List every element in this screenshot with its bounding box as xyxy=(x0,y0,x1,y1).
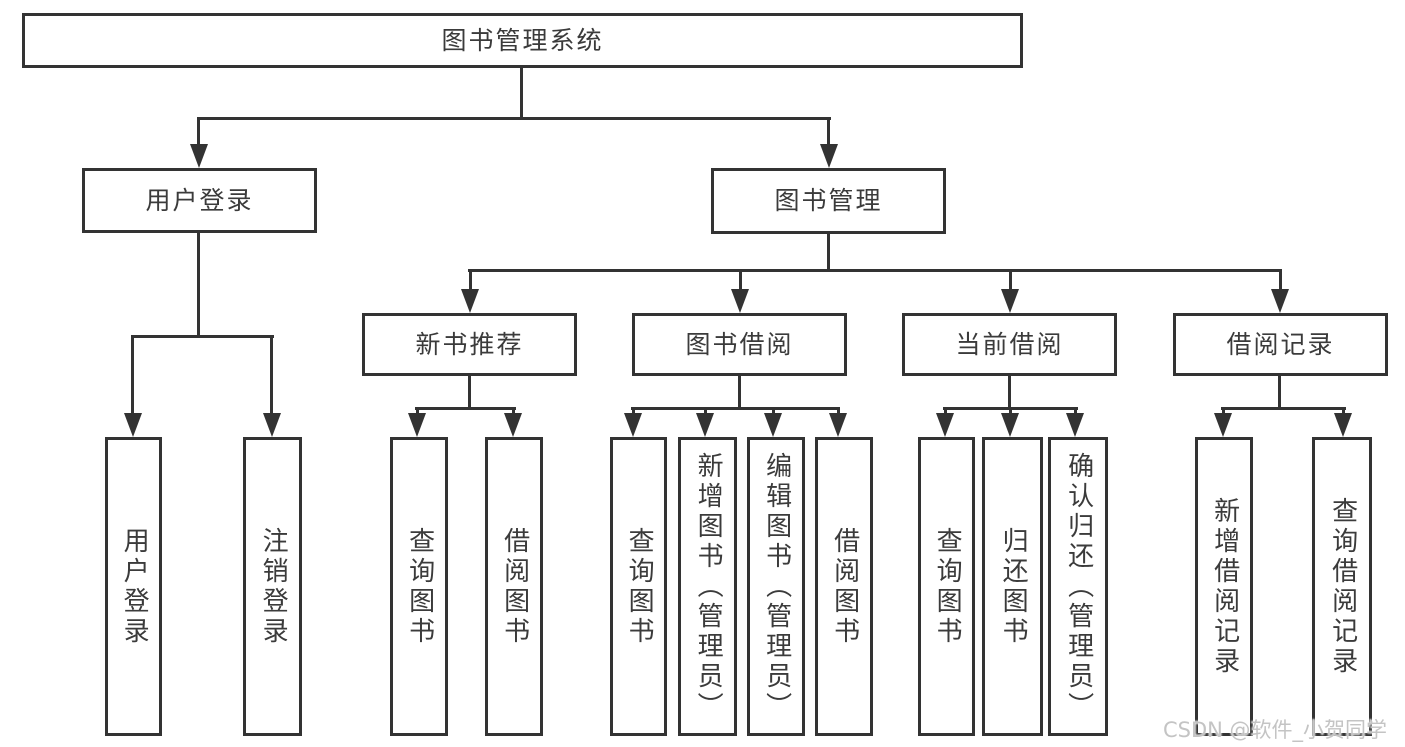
connector-drop-leaf-login xyxy=(131,335,134,417)
connector-drop xyxy=(772,407,775,417)
connector-drop xyxy=(416,407,419,417)
node-new-book-recommend: 新书推荐 xyxy=(362,313,577,376)
connector-drop xyxy=(944,407,947,417)
arrow-down-icon xyxy=(1334,413,1352,437)
arrow-down-icon xyxy=(408,413,426,437)
leaf-logout: 注销登录 xyxy=(243,437,302,736)
connector-drop xyxy=(632,407,635,417)
connector-drop-leaf-logout xyxy=(270,335,273,417)
arrow-down-icon xyxy=(461,289,479,313)
leaf-br-add-record: 新增借阅记录 xyxy=(1195,437,1253,736)
arrow-down-icon xyxy=(504,413,522,437)
leaf-bb-add-book-admin: 新增图书（管理员） xyxy=(678,437,737,736)
arrow-down-icon xyxy=(190,144,208,168)
connector-userlogin-crossbar xyxy=(131,335,274,338)
connector-currentborrow-trunk xyxy=(1008,376,1011,409)
connector-drop xyxy=(1342,407,1345,417)
leaf-cb-confirm-return-admin: 确认归还（管理员） xyxy=(1048,437,1108,736)
connector-bookmgmt-trunk xyxy=(827,234,830,272)
connector-drop xyxy=(512,407,515,417)
connector-records-trunk xyxy=(1278,376,1281,409)
arrow-down-icon xyxy=(731,289,749,313)
connector-newbook-trunk xyxy=(468,376,471,409)
connector-drop-newbook xyxy=(469,269,472,295)
connector-drop-user-login xyxy=(197,117,200,147)
leaf-bb-borrow-book: 借阅图书 xyxy=(815,437,873,736)
node-current-borrow: 当前借阅 xyxy=(902,313,1117,376)
arrow-down-icon xyxy=(1001,413,1019,437)
arrow-down-icon xyxy=(1001,289,1019,313)
leaf-nb-borrow-book: 借阅图书 xyxy=(485,437,543,736)
node-borrow-records: 借阅记录 xyxy=(1173,313,1388,376)
arrow-down-icon xyxy=(764,413,782,437)
csdn-watermark: CSDN @软件_小贺同学 xyxy=(1163,718,1388,742)
leaf-cb-query-book: 查询图书 xyxy=(918,437,975,736)
arrow-down-icon xyxy=(124,413,142,437)
leaf-br-query-record: 查询借阅记录 xyxy=(1312,437,1372,736)
connector-drop-book-management xyxy=(827,117,830,147)
arrow-down-icon xyxy=(1066,413,1084,437)
connector-bookborrow-trunk xyxy=(738,376,741,409)
leaf-bb-edit-book-admin: 编辑图书（管理员） xyxy=(747,437,805,736)
connector-bookborrow-crossbar xyxy=(631,407,840,410)
connector-drop-currentborrow xyxy=(1009,269,1012,295)
connector-drop xyxy=(1009,407,1012,417)
connector-drop-bookborrow xyxy=(739,269,742,295)
node-root-system: 图书管理系统 xyxy=(22,13,1023,68)
arrow-down-icon xyxy=(263,413,281,437)
connector-drop xyxy=(1222,407,1225,417)
leaf-nb-query-book: 查询图书 xyxy=(390,437,448,736)
node-user-login: 用户登录 xyxy=(82,168,317,233)
connector-bookmgmt-crossbar xyxy=(468,269,1282,272)
connector-drop xyxy=(837,407,840,417)
arrow-down-icon xyxy=(1271,289,1289,313)
arrow-down-icon xyxy=(696,413,714,437)
connector-userlogin-trunk xyxy=(197,233,200,337)
arrow-down-icon xyxy=(936,413,954,437)
connector-drop xyxy=(1074,407,1077,417)
node-book-borrow: 图书借阅 xyxy=(632,313,847,376)
leaf-cb-return-book: 归还图书 xyxy=(982,437,1043,736)
connector-drop-records xyxy=(1279,269,1282,295)
arrow-down-icon xyxy=(1214,413,1232,437)
arrow-down-icon xyxy=(829,413,847,437)
arrow-down-icon xyxy=(624,413,642,437)
connector-records-crossbar xyxy=(1221,407,1346,410)
leaf-bb-query-book: 查询图书 xyxy=(610,437,667,736)
arrow-down-icon xyxy=(820,144,838,168)
node-book-management: 图书管理 xyxy=(711,168,946,234)
connector-drop xyxy=(704,407,707,417)
connector-newbook-crossbar xyxy=(415,407,516,410)
connector-root-crossbar xyxy=(197,117,831,120)
connector-root-trunk xyxy=(520,66,523,118)
leaf-user-login: 用户登录 xyxy=(105,437,162,736)
